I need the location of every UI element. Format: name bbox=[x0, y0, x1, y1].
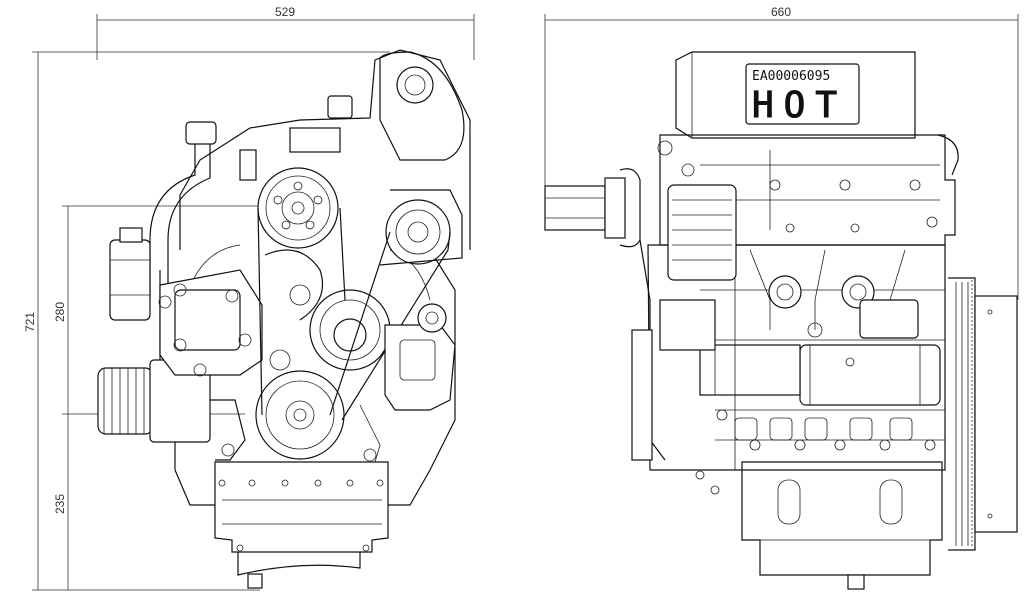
side-width-dimension: 660 bbox=[771, 5, 791, 19]
engine-front-view bbox=[97, 49, 471, 589]
total-height-dimension: 721 bbox=[23, 312, 37, 332]
mid-height-dimension: 280 bbox=[53, 302, 67, 322]
front-width-dimension: 529 bbox=[275, 5, 295, 19]
dimension-lines bbox=[32, 14, 1019, 591]
serial-number-label: EA00006095 bbox=[752, 69, 830, 84]
hot-warning-label: HOT bbox=[752, 85, 847, 126]
engine-side-view: EA00006095 HOT bbox=[544, 51, 1018, 590]
base-height-dimension: 235 bbox=[53, 494, 67, 514]
